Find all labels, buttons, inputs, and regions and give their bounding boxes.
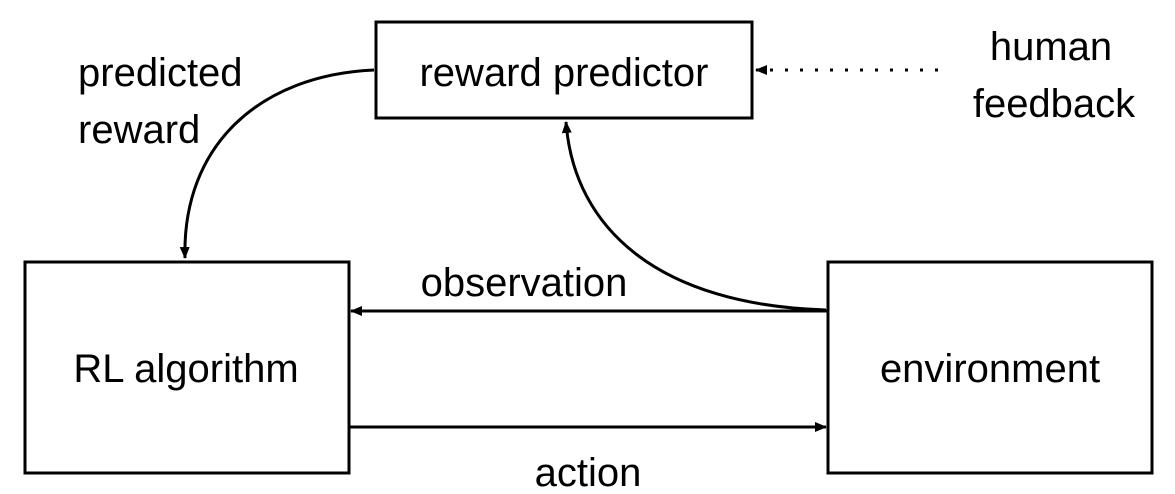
- rl-algorithm-box: [23, 260, 351, 475]
- predicted-reward-label-line2: reward: [78, 108, 200, 152]
- human-feedback-label-line1: human: [990, 25, 1112, 69]
- predicted-reward-label-line1: predicted: [78, 51, 243, 95]
- predicted-reward-arrow: [179, 68, 375, 259]
- environment-to-reward-predictor-arrow: [561, 121, 827, 312]
- reward-predictor-label: reward predictor: [419, 51, 708, 95]
- rl-algorithm-label: RL algorithm: [73, 347, 298, 391]
- observation-label: observation: [421, 261, 628, 305]
- human-feedback-label-line2: feedback: [973, 82, 1136, 126]
- environment-box: [826, 260, 1154, 475]
- environment-label: environment: [880, 347, 1100, 391]
- reward-predictor-box: [374, 20, 754, 120]
- action-label: action: [535, 451, 642, 494]
